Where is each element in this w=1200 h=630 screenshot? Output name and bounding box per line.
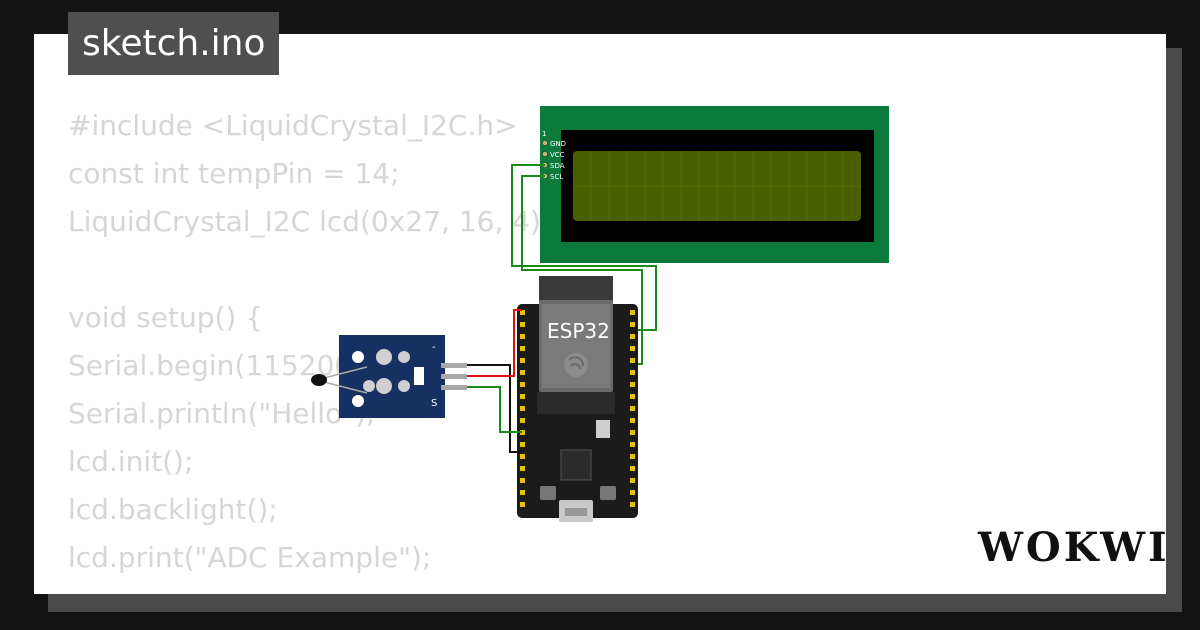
sensor-pin-signal-label: S xyxy=(431,398,437,409)
wokwi-logo: WOKWI xyxy=(978,524,1170,571)
code-line: void setup() { xyxy=(68,301,264,334)
code-line: const int tempPin = 14; xyxy=(68,157,400,190)
code-line: lcd.print("ADC Example"); xyxy=(68,541,432,574)
code-line: Serial.println("Hello"); xyxy=(68,397,376,430)
lcd-pin-gnd-label: GND xyxy=(550,140,566,148)
lcd-pin-number: 1 xyxy=(542,130,546,138)
code-line: delay(1000); xyxy=(68,582,550,594)
temperature-sensor-module[interactable]: - S xyxy=(311,335,467,418)
lcd-display[interactable]: 1 GND VCC SDA SCL xyxy=(540,106,889,263)
esp32-board[interactable]: ESP32 xyxy=(517,276,638,522)
code-line: #include <LiquidCrystal_I2C.h> xyxy=(68,109,518,142)
lcd-pin-sda-label: SDA xyxy=(550,162,565,170)
sensor-wires xyxy=(467,309,522,453)
code-line: lcd.init(); xyxy=(68,445,194,478)
esp32-label: ESP32 xyxy=(547,319,610,343)
code-line: lcd.backlight(); xyxy=(68,493,278,526)
lcd-wires xyxy=(511,164,657,365)
lcd-pin-scl-label: SCL xyxy=(550,173,563,181)
sensor-pin-minus-label: - xyxy=(432,342,436,353)
lcd-pin-vcc-label: VCC xyxy=(550,151,565,159)
sketch-filename-badge: sketch.ino xyxy=(68,12,280,75)
code-listing: #include <LiquidCrystal_I2C.h>const int … xyxy=(68,102,550,594)
code-line: LiquidCrystal_I2C lcd(0x27, 16, 4); xyxy=(68,205,551,238)
